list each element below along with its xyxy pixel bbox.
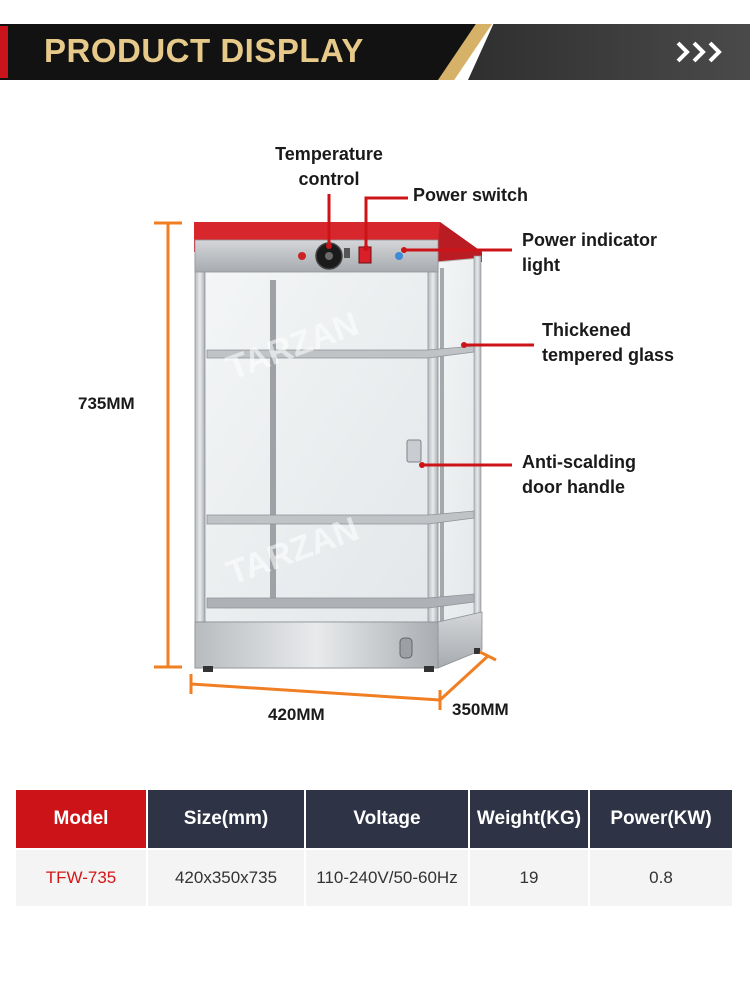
door-handle (406, 439, 422, 463)
callout-power-indicator-line1: Power indicator (522, 230, 658, 250)
cabinet-front-glass (205, 272, 431, 622)
spec-cell-weight: 19 (470, 850, 588, 906)
dimension-width: 420MM (268, 705, 325, 724)
callout-lines (326, 194, 534, 468)
dimension-depth: 350MM (452, 700, 509, 719)
spec-cell-power: 0.8 (590, 850, 732, 906)
spec-header-weight: Weight(KG) (470, 790, 588, 848)
shelf-bottom (206, 593, 475, 609)
spec-header-power: Power(KW) (590, 790, 732, 848)
callout-power-switch: Power switch (413, 185, 529, 205)
spec-cell-voltage: 110-240V/50-60Hz (306, 850, 468, 906)
drain-tap (399, 637, 413, 659)
shelf-middle (206, 510, 475, 525)
callout-glass-line1: Thickened (542, 320, 632, 340)
header-banner: PRODUCT DISPLAY (0, 24, 750, 80)
dimension-lines (154, 221, 497, 710)
callout-temperature-control: Temperature control (264, 142, 394, 192)
banner-red-accent (0, 26, 8, 78)
callout-temperature-control-line1: Temperature (275, 144, 383, 164)
shelf-top (206, 345, 475, 359)
cabinet-right-post (427, 261, 439, 633)
spec-header-voltage: Voltage (306, 790, 468, 848)
callout-tempered-glass: Thickened tempered glass (542, 318, 674, 368)
callout-handle-line1: Anti-scalding (522, 452, 637, 472)
spec-header-model: Model (16, 790, 146, 848)
display-cabinet: TARZAN TARZAN (194, 222, 483, 672)
callout-handle-line2: door handle (522, 477, 625, 497)
power-indicator-light (395, 252, 403, 260)
dimension-height: 735MM (78, 394, 135, 413)
cabinet-left-post (194, 251, 206, 631)
callout-power-indicator-line2: light (522, 255, 560, 275)
spec-header-size: Size(mm) (148, 790, 304, 848)
spec-table: Model Size(mm) Voltage Weight(KG) Power(… (16, 790, 732, 906)
triple-chevron-right-icon (676, 41, 722, 63)
callout-power-indicator: Power indicator light (522, 228, 657, 278)
banner-black-panel (0, 24, 480, 80)
callout-temperature-control-line2: control (298, 169, 360, 189)
page-title: PRODUCT DISPLAY (44, 32, 364, 69)
callout-glass-line2: tempered glass (542, 345, 675, 365)
spec-cell-model: TFW-735 (16, 850, 146, 906)
callout-door-handle: Anti-scalding door handle (522, 450, 636, 500)
spec-cell-size: 420x350x735 (148, 850, 304, 906)
product-diagram: TARZAN TARZAN (154, 194, 534, 710)
